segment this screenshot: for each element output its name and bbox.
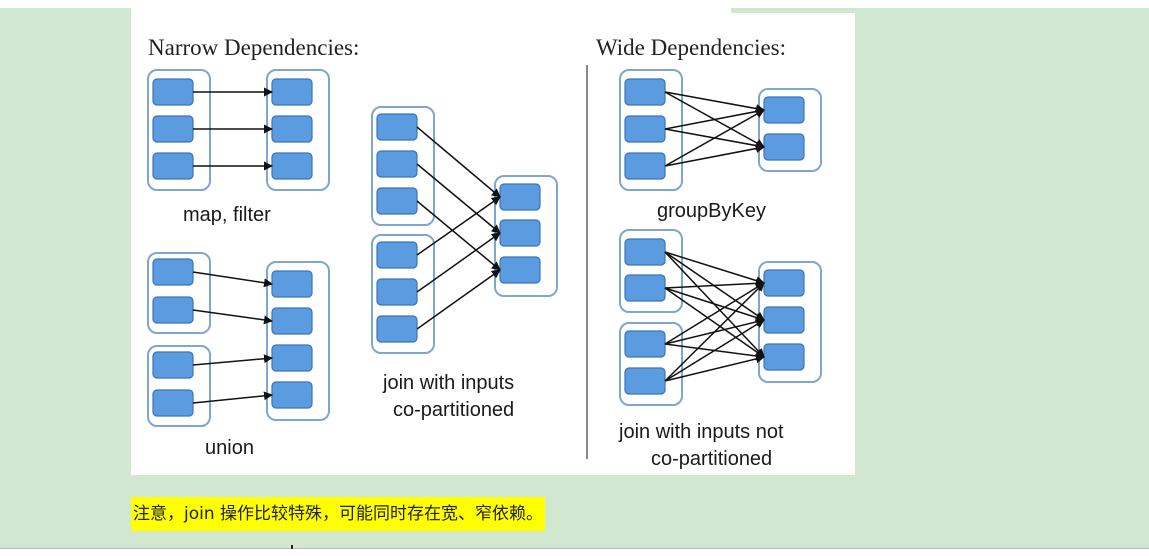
partition-block xyxy=(152,115,194,143)
partition-block xyxy=(763,306,805,334)
partition-block xyxy=(152,78,194,106)
partition-block xyxy=(271,344,313,372)
partition-block xyxy=(376,150,418,178)
groupbykey-caption: groupByKey xyxy=(657,200,766,222)
partition-block xyxy=(763,96,805,124)
dependency-arrow xyxy=(664,282,765,345)
dependency-arrow xyxy=(664,278,765,289)
dependency-arrow xyxy=(664,109,765,167)
dependency-arrow xyxy=(416,232,501,293)
partition-block xyxy=(763,133,805,161)
bottom-divider xyxy=(0,548,1149,549)
partition-block xyxy=(271,381,313,409)
partition-block xyxy=(152,351,194,379)
dependency-arrow xyxy=(192,309,273,325)
partition-group xyxy=(266,261,330,421)
partition-block xyxy=(624,274,666,302)
partition-block xyxy=(624,115,666,143)
dependency-arrow xyxy=(664,251,765,285)
partition-block xyxy=(152,296,194,324)
top-strip xyxy=(131,8,731,13)
partition-block xyxy=(376,113,418,141)
partition-block xyxy=(271,115,313,143)
dependency-arrow xyxy=(416,200,501,271)
partition-block xyxy=(499,219,541,247)
partition-block xyxy=(624,238,666,266)
partition-block xyxy=(271,307,313,335)
join-not-copartitioned-caption-line1: join with inputs not xyxy=(618,421,784,443)
partition-block xyxy=(271,152,313,180)
join-not-copartitioned-caption-line2: co-partitioned xyxy=(651,448,772,470)
partition-block xyxy=(624,367,666,395)
diagram-svg: Narrow Dependencies: Wide Dependencies: … xyxy=(147,35,822,470)
partition-block xyxy=(152,152,194,180)
dependency-arrow xyxy=(192,271,273,288)
wide-dependencies-title: Wide Dependencies: xyxy=(596,35,786,60)
highlighted-note: 注意，join 操作比较特殊，可能同时存在宽、窄依赖。 xyxy=(131,497,546,531)
join-copartitioned-caption-line2: co-partitioned xyxy=(393,399,514,421)
partition-block xyxy=(152,258,194,286)
narrow-dependencies-title: Narrow Dependencies: xyxy=(148,35,359,60)
dependency-arrow xyxy=(664,319,765,382)
partition-block xyxy=(376,187,418,215)
rdd-dependencies-diagram: Narrow Dependencies: Wide Dependencies: … xyxy=(131,13,855,475)
dependency-arrow xyxy=(664,282,765,382)
dependency-arrow xyxy=(416,126,501,198)
dependency-arrow xyxy=(664,287,765,358)
dependency-arrow xyxy=(664,354,765,382)
dependency-edges xyxy=(192,87,765,404)
partition-block xyxy=(499,183,541,211)
partition-block xyxy=(152,389,194,417)
dependency-arrow xyxy=(416,163,501,234)
union-caption: union xyxy=(205,437,254,459)
partition-block xyxy=(763,343,805,371)
dependency-arrow xyxy=(664,107,765,130)
partition-block xyxy=(271,78,313,106)
partition-groups xyxy=(147,69,822,427)
partition-block xyxy=(624,330,666,358)
map-filter-caption: map, filter xyxy=(183,204,271,226)
partition-block xyxy=(624,152,666,180)
dependency-arrow xyxy=(192,391,273,404)
partition-block xyxy=(271,270,313,298)
dependency-arrow xyxy=(664,91,765,113)
text-cursor xyxy=(291,545,293,549)
partition-block xyxy=(376,241,418,269)
dependency-arrow xyxy=(664,287,765,322)
partition-block xyxy=(376,278,418,306)
partition-block xyxy=(499,256,541,284)
partition-block xyxy=(763,269,805,297)
partition-block xyxy=(376,315,418,343)
join-copartitioned-caption-line1: join with inputs xyxy=(382,372,514,394)
dependency-arrow xyxy=(664,144,765,167)
dependency-arrow xyxy=(416,196,501,256)
partition-block xyxy=(624,78,666,106)
dependency-arrow xyxy=(192,354,273,366)
dependency-arrow xyxy=(416,269,501,330)
